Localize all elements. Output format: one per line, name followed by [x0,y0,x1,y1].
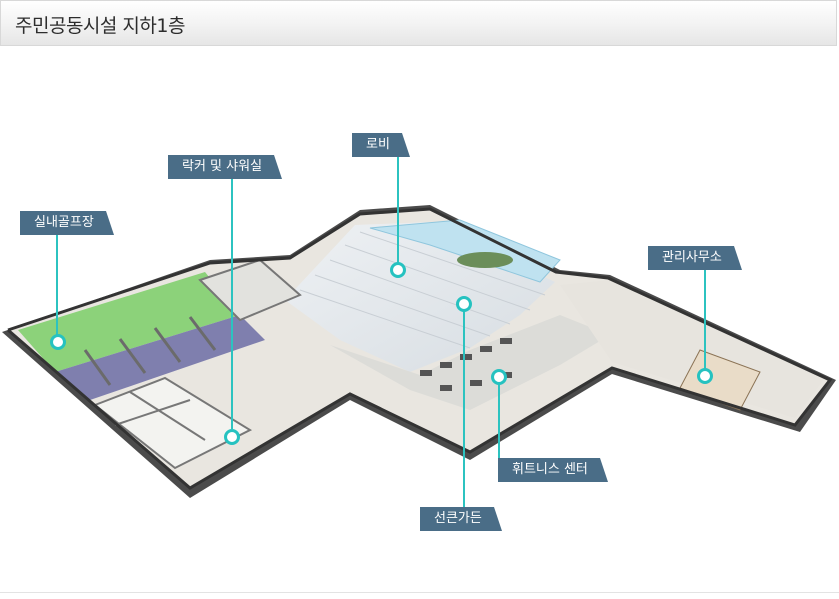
floorplan-3d [2,205,836,498]
leader-fitness [498,382,500,458]
golf-turf [18,272,240,372]
locker-walls [114,391,206,441]
golf-bays [55,315,265,400]
header-bar: 주민공동시설 지하1층 [0,0,837,46]
fitness-area [330,315,610,410]
office-corridor [560,280,825,418]
locker-room-upper [198,258,302,322]
leader-garden [463,307,465,507]
label-fitness: 휘트니스 센터 [498,458,608,482]
marker-garden[interactable] [456,296,472,312]
label-locker: 락커 및 샤워실 [168,155,283,179]
label-golf: 실내골프장 [20,211,114,235]
leader-office [704,270,706,369]
leader-locker [231,179,233,429]
golf-partitions [83,316,217,386]
garden-planter [457,252,513,268]
floor-grid [299,231,546,349]
marker-office[interactable] [697,368,713,384]
locker-rooms [93,376,253,470]
footer-divider [0,592,839,593]
marker-locker[interactable] [224,429,240,445]
atrium-glass [369,219,561,283]
outer-walls [7,207,833,490]
marker-fitness[interactable] [491,369,507,385]
label-lobby: 로비 [352,133,410,157]
label-garden: 선큰가든 [420,507,502,531]
page-title: 주민공동시설 지하1층 [15,15,185,37]
label-office: 관리사무소 [648,246,742,270]
marker-golf[interactable] [50,334,66,350]
leader-golf [56,235,58,335]
marker-lobby[interactable] [390,262,406,278]
leader-lobby [397,157,399,264]
